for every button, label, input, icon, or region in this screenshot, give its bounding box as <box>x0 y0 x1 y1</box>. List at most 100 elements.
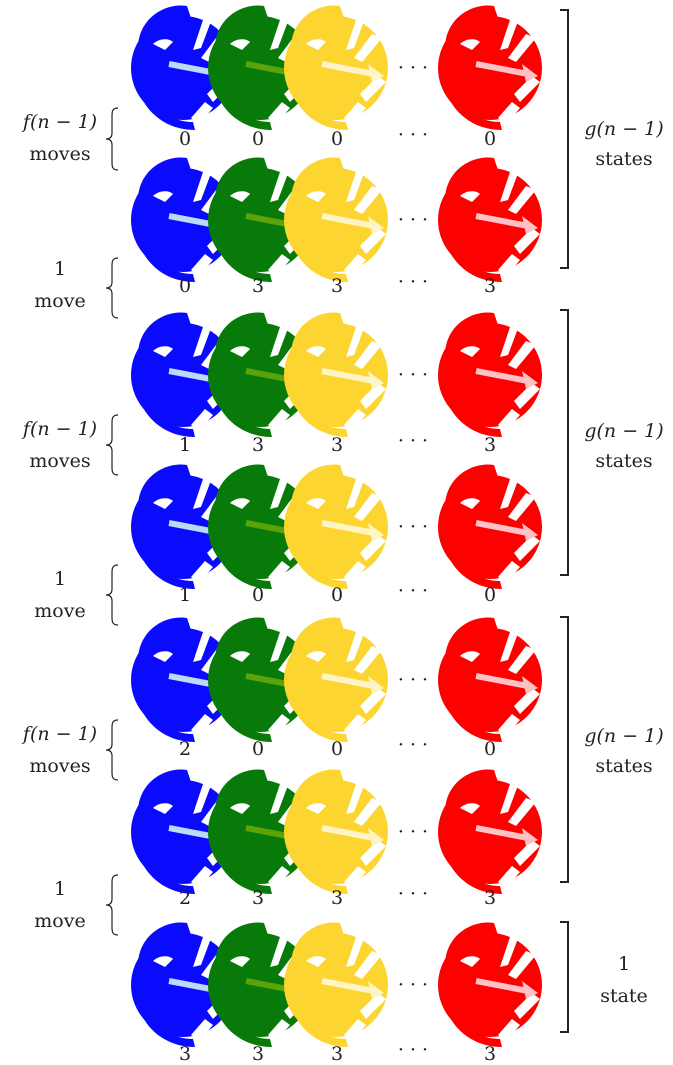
yellow-arrow-head <box>368 64 384 82</box>
left-brace <box>105 719 119 781</box>
yellow-arrow-head <box>368 676 384 694</box>
red-arrow-head <box>522 523 538 541</box>
brace-label-line2: moves <box>29 143 90 165</box>
right-bracket <box>560 9 569 269</box>
bracket-label-line1: g(n − 1) <box>584 725 663 747</box>
red-arrow-shaft <box>475 520 529 536</box>
position-value: 0 <box>331 738 343 760</box>
brace-label-line1: 1 <box>54 568 66 590</box>
brace-label-line2: moves <box>29 755 90 777</box>
left-brace-group: f(n − 1) moves <box>21 719 119 781</box>
bracket-label-line2: states <box>595 148 652 170</box>
left-brace-group: f(n − 1)moves <box>21 414 119 476</box>
position-value: 3 <box>331 1043 343 1065</box>
position-value: 1 <box>179 434 191 456</box>
right-bracket-group: g(n − 1)states <box>560 309 664 576</box>
yellow-disc <box>284 5 388 130</box>
red-arrow-head <box>522 216 538 234</box>
puzzle-ellipsis: · · · <box>398 57 428 79</box>
left-brace <box>105 874 119 936</box>
position-value: 3 <box>484 1043 496 1065</box>
left-brace-group: 1 move <box>34 564 119 626</box>
brace-label-line1: f(n − 1) <box>21 111 97 133</box>
red-arrow-head <box>522 828 538 846</box>
red-arrow-shaft <box>475 673 529 689</box>
position-value: 1 <box>179 584 191 606</box>
position-value: 0 <box>484 584 496 606</box>
red-disc <box>438 769 542 894</box>
puzzle-ellipsis: · · · <box>398 974 428 996</box>
red-disc <box>438 617 542 742</box>
brace-label-line2: moves <box>29 450 90 472</box>
brace-label-line2: move <box>34 290 85 312</box>
red-arrow-shaft <box>475 825 529 841</box>
puzzle-ellipsis: · · · <box>398 821 428 843</box>
puzzle-ellipsis: · · · <box>398 516 428 538</box>
yellow-disc <box>284 157 388 282</box>
position-value: 0 <box>252 584 264 606</box>
yellow-arrow-head <box>368 828 384 846</box>
position-value: 0 <box>179 128 191 150</box>
blue-disc <box>131 464 235 589</box>
green-disc <box>208 769 312 894</box>
yellow-disc <box>284 769 388 894</box>
position-value: 3 <box>331 434 343 456</box>
left-brace <box>105 414 119 476</box>
brace-label-line2: move <box>34 910 85 932</box>
yellow-arrow-shaft <box>321 368 375 384</box>
position-value: 2 <box>179 738 191 760</box>
left-brace <box>105 257 119 319</box>
left-brace-group: f(n − 1) moves <box>21 107 119 171</box>
right-bracket-group: g(n − 1)states <box>560 616 664 883</box>
yellow-arrow-head <box>368 216 384 234</box>
position-value: 3 <box>179 1043 191 1065</box>
yellow-disc <box>284 922 388 1047</box>
brace-label-line1: 1 <box>54 258 66 280</box>
yellow-disc <box>284 464 388 589</box>
red-disc <box>438 312 542 437</box>
bracket-label-line1: g(n − 1) <box>584 118 663 140</box>
position-value: 0 <box>252 128 264 150</box>
puzzle-ellipsis: · · · <box>398 364 428 386</box>
yellow-arrow-shaft <box>321 825 375 841</box>
position-value: 2 <box>179 887 191 909</box>
red-arrow-shaft <box>475 61 529 77</box>
position-value: 0 <box>179 275 191 297</box>
yellow-arrow-shaft <box>321 978 375 994</box>
green-disc <box>208 312 312 437</box>
blue-disc <box>131 617 235 742</box>
position-value: 3 <box>331 887 343 909</box>
position-value: 3 <box>252 275 264 297</box>
value-ellipsis: · · · <box>398 734 428 756</box>
position-value: 3 <box>484 275 496 297</box>
left-brace-group: 1 move <box>34 874 119 936</box>
red-disc <box>438 464 542 589</box>
value-ellipsis: · · · <box>398 271 428 293</box>
red-disc <box>438 5 542 130</box>
yellow-arrow-shaft <box>321 213 375 229</box>
brace-label-line2: move <box>34 600 85 622</box>
red-arrow-head <box>522 371 538 389</box>
brace-label-line1: 1 <box>54 878 66 900</box>
right-bracket <box>560 616 569 883</box>
yellow-arrow-head <box>368 981 384 999</box>
brace-label-line1: f(n − 1) <box>21 723 97 745</box>
bracket-label-line2: state <box>600 985 648 1007</box>
value-ellipsis: · · · <box>398 883 428 905</box>
right-bracket-group: g(n − 1) states <box>560 9 664 269</box>
position-value: 0 <box>331 584 343 606</box>
position-value: 3 <box>252 434 264 456</box>
yellow-arrow-head <box>368 371 384 389</box>
red-arrow-head <box>522 981 538 999</box>
position-value: 0 <box>484 128 496 150</box>
left-brace <box>105 564 119 626</box>
puzzle-ellipsis: · · · <box>398 209 428 231</box>
yellow-arrow-shaft <box>321 520 375 536</box>
